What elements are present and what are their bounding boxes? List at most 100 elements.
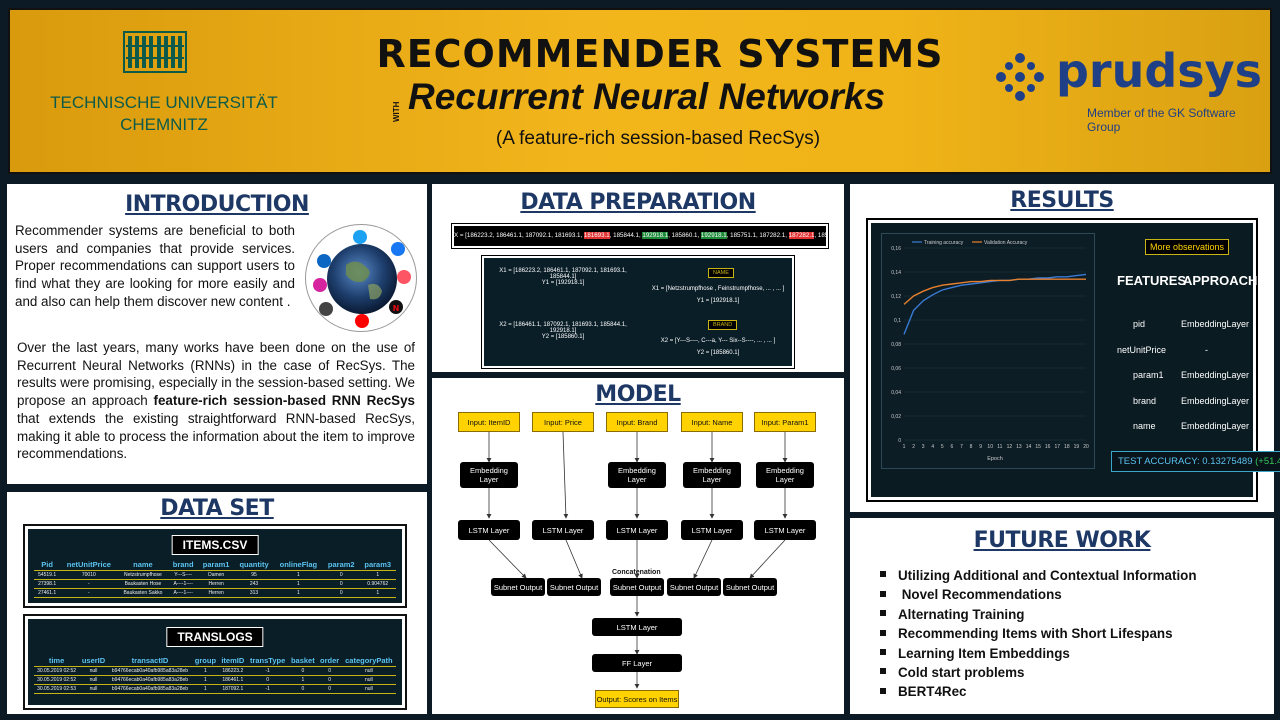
y2-target: Y2 = [185860.1] — [541, 334, 585, 340]
subnet-output-node: Subnet Output — [610, 578, 664, 596]
table-cell: 1 — [273, 579, 324, 589]
subnet-output-node: Subnet Output — [723, 578, 777, 596]
table-cell: 1 — [359, 570, 396, 580]
poster-subtitle: (A feature-rich session-based RecSys) — [495, 128, 821, 149]
future-work-item: Recommending Items with Short Lifespans — [880, 624, 1197, 643]
y-tick-label: 0,1 — [894, 318, 901, 324]
name-tag: NAME — [708, 268, 734, 278]
legend-entry: Training accuracy — [924, 240, 964, 246]
x-tick-label: 11 — [997, 444, 1002, 450]
results-title: RESULTS — [1010, 188, 1114, 213]
table-cell: Herren — [197, 588, 235, 598]
table-cell: null — [341, 666, 396, 676]
table-cell: b94766ecab0a40afb985a83a28eb — [107, 675, 193, 685]
table-cell: 243 — [234, 579, 274, 589]
sequence-item: X = [186223.2, 186461.1, 187092.1, 18169… — [454, 232, 584, 239]
table-cell: Baukasten Hose — [117, 579, 169, 589]
table-cell: 95 — [234, 570, 274, 580]
table-cell: 0 — [317, 666, 342, 676]
subnet-output-node: Subnet Output — [547, 578, 601, 596]
concatenation-label: Concatenation — [612, 569, 661, 576]
y-tick-label: 0,06 — [891, 366, 901, 372]
x-tick-label: 1 — [903, 444, 906, 450]
data-preparation-title: DATA PREPARATION — [520, 190, 756, 215]
future-work-item: Learning Item Embeddings — [880, 644, 1197, 663]
svg-text:N: N — [393, 304, 400, 313]
feature-approach: EmbeddingLayer — [1181, 395, 1250, 406]
x-tick-label: 18 — [1064, 444, 1070, 450]
output-node: Output: Scores on Items — [595, 690, 679, 708]
brand-x2: X2 = [Y---S----, C---a, Y--- Six--S----,… — [660, 338, 776, 344]
table-header-cell: group — [192, 655, 219, 667]
y-tick-label: 0,12 — [891, 294, 901, 300]
series-line — [903, 278, 1086, 305]
dataset-title: DATA SET — [160, 496, 274, 521]
table-header-cell: Pid — [34, 559, 61, 571]
subnet-output-node: Subnet Output — [667, 578, 721, 596]
table-cell: null — [79, 684, 108, 694]
table-cell: 313 — [234, 588, 274, 598]
table-header-cell: onlineFlag — [273, 559, 324, 571]
translogs-label: TRANSLOGS — [166, 627, 264, 647]
introduction-title: INTRODUCTION — [125, 192, 309, 217]
sequence-item: 181693.1 — [583, 232, 610, 239]
future-work-text: Learning Item Embeddings — [898, 645, 1070, 661]
input-node: Input: ItemID — [458, 412, 520, 432]
feature-approach: EmbeddingLayer — [1181, 319, 1250, 329]
table-cell: 30.05.2019 02:52 — [34, 675, 80, 685]
intro-paragraph-2: Over the last years, many works have bee… — [17, 340, 415, 462]
table-cell: 0 — [288, 666, 318, 676]
future-work-text: Utilizing Additional and Contextual Info… — [898, 568, 1197, 583]
table-cell: 0 — [317, 675, 342, 685]
model-arrows — [486, 431, 788, 689]
y-tick-label: 0,04 — [891, 390, 901, 396]
session-sequence: X = [186223.2, 186461.1, 187092.1, 18169… — [451, 223, 829, 249]
future-work-item: Novel Recommendations — [880, 585, 1197, 604]
x1-sequence: X1 = [186223.2, 186461.1, 187092.1, 1816… — [499, 268, 627, 280]
table-cell: 1 — [192, 675, 219, 685]
future-work-panel: FUTURE WORK Utilizing Additional and Con… — [850, 518, 1274, 714]
table-cell: - — [60, 588, 118, 598]
tu-chemnitz-logo-icon — [123, 31, 187, 73]
name-y1: Y1 = [192918.1] — [696, 298, 740, 304]
more-observations-label: More observations — [1145, 239, 1230, 255]
y-tick-label: 0 — [898, 438, 901, 444]
table-cell: Y---S---- — [168, 570, 198, 580]
name-x1: X1 = [Netzstrumpfhose , Feinstrumpfhose,… — [651, 286, 785, 292]
x-tick-label: 4 — [931, 444, 934, 450]
lstm-layer-node: LSTM Layer — [592, 618, 682, 636]
series-line — [903, 273, 1087, 335]
embedding-layer-node: Embedding Layer — [608, 462, 666, 488]
y1-target: Y1 = [192918.1] — [541, 280, 585, 286]
table-cell: 0 — [288, 684, 318, 694]
university-name: TECHNISCHE UNIVERSITÄT CHEMNITZ — [50, 93, 278, 134]
embedding-layer-node: Embedding Layer — [460, 462, 518, 488]
prudsys-tagline: Member of the GK Software Group — [1087, 106, 1236, 134]
feature-name: brand — [1133, 395, 1157, 406]
x-tick-label: 19 — [1074, 444, 1080, 450]
test-accuracy-badge: TEST ACCURACY: 0.13275489 (+51.4%) — [1111, 451, 1280, 472]
bullet-icon — [880, 610, 886, 617]
table-cell: 1 — [192, 684, 219, 694]
table-header-cell: basket — [288, 655, 318, 667]
table-header-cell: userID — [79, 655, 108, 667]
brand-y2: Y2 = [185860.1] — [696, 350, 740, 356]
feature-name: pid — [1133, 319, 1146, 329]
table-header-cell: time — [34, 655, 80, 667]
poster-title: RECOMMENDER SYSTEMS — [376, 32, 944, 76]
x-tick-label: 20 — [1083, 444, 1089, 450]
table-cell: 0 — [323, 588, 360, 598]
future-work-item: Utilizing Additional and Contextual Info… — [880, 566, 1197, 585]
ff-layer-node: FF Layer — [592, 654, 682, 672]
table-cell: 0 — [246, 675, 289, 685]
y-tick-label: 0,14 — [891, 270, 901, 276]
lstm-layer-node: LSTM Layer — [606, 520, 668, 540]
table-header-cell: transType — [246, 655, 289, 667]
feature-approach: EmbeddingLayer — [1181, 421, 1250, 431]
table-cell: -1 — [246, 666, 289, 676]
